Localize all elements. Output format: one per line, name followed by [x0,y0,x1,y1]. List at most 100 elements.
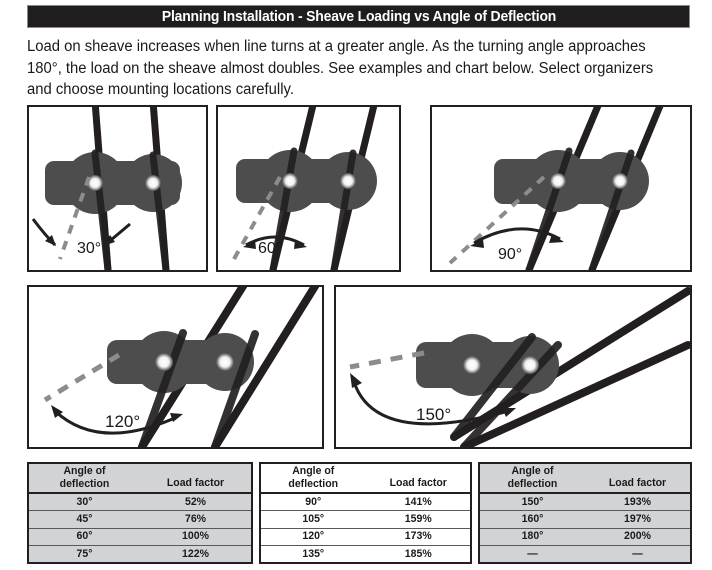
table-row: 30° 52% [29,494,251,512]
sheave-hub-dot [145,175,161,191]
sheave-hub-dot [155,353,173,371]
table-row: 60° 100% [29,529,251,546]
cell-angle: 45° [76,513,93,526]
angle-label-150: 150° [416,405,451,424]
rope-line [211,287,320,447]
angle-label-120: 120° [105,412,140,431]
sheave-hub-dot [216,353,234,371]
sheave-diagram-90: 90° [448,107,664,270]
table-group-2: Angle of deflection Load factor 90° 141%… [259,462,472,564]
cell-load-factor: — [632,547,643,560]
cell-angle: 30° [76,495,93,508]
dashed-reference-line [58,176,91,260]
table-row: 160° 197% [480,511,690,529]
cell-angle: 75° [76,547,93,560]
angle-arc [352,381,510,426]
sheave-diagram-60: 60° [232,107,378,270]
column-header-load-factor: Load factor [369,466,467,490]
cell-angle: 120° [302,530,325,543]
angle-arrow-head [45,235,56,246]
sheave-hub-dot [521,356,539,374]
sheave-hub-dot [612,173,628,189]
rope-line [460,341,690,447]
load-factor-header: Load factor [389,477,447,490]
cell-angle: — [527,547,538,560]
diagram-panel-120: 120° [27,285,324,449]
dashed-reference-line [349,350,425,370]
sheave-hub-dot [282,173,298,189]
angle-arrow-head [350,373,362,388]
rope-line-over [525,147,573,270]
load-factor-header: Load factor [608,477,667,490]
page-title: Planning Installation - Sheave Loading v… [161,8,556,25]
rope-line-over [91,149,112,270]
cell-angle: 160° [521,513,544,526]
cell-angle: 180° [521,530,544,543]
angle-arrow-head [51,405,63,418]
sheave-hub-dot [463,356,481,374]
angle-arrow-head [243,240,256,249]
cell-load-factor: 52% [184,495,207,508]
table-row: 120° 173% [261,529,470,546]
dashed-reference-line [43,352,121,403]
sheave-diagram-150: 150° [349,287,690,447]
rope-line-over [588,149,635,270]
angle-arrow-head [103,235,115,246]
diagram-panel-90: 90° [430,105,692,272]
angle-label-60: 60° [258,240,282,257]
angle-header-line1: Angle of [63,465,106,478]
angle-arrow-head [470,239,484,248]
cell-load-factor: 141% [404,495,432,508]
cell-load-factor: 122% [182,547,209,560]
page-title-bar: Planning Installation - Sheave Loading v… [27,5,690,28]
sheave-hub-dot [340,173,356,189]
sheave-hub-dot [550,173,566,189]
angle-header-line2: deflection [59,478,110,490]
sheave-diagram-30: 30° [31,107,182,270]
angle-arc [53,409,178,435]
angle-label-30: 30° [77,240,101,257]
angle-header-line2: deflection [507,478,558,490]
cell-angle: 90° [305,495,322,508]
cell-load-factor: 200% [624,530,651,543]
column-header-load-factor: Load factor [143,466,247,490]
load-factor-header: Load factor [166,477,225,490]
diagram-panel-30: 30° [27,105,208,272]
column-header-angle: Angle of deflection [32,465,136,490]
angle-arrow-head [502,408,516,417]
angle-header-line1: Angle of [292,465,335,478]
rope-line-over [269,147,298,270]
rope-line-over [330,149,357,270]
column-header-angle: Angle of deflection [483,465,582,490]
column-header-angle: Angle of deflection [264,465,362,490]
table-row: 75° 122% [29,546,251,562]
angle-arrow-head [170,413,183,422]
table-row: 150° 193% [480,494,690,512]
dashed-reference-line [448,175,546,265]
table-row: 45° 76% [29,511,251,529]
cell-angle: 135° [302,547,325,560]
intro-paragraph: Load on sheave increases when line turns… [27,38,654,98]
cell-load-factor: 173% [404,530,432,543]
table-row: 90° 141% [261,494,470,512]
load-factor-table: Angle of deflection Load factor 30° 52% … [27,462,692,564]
sheave-hub-dot [87,175,103,191]
rope-line-over [149,151,170,270]
table-row: 180° 200% [480,529,690,546]
angle-arrow-head [549,234,564,243]
cell-load-factor: 193% [624,495,651,508]
table-row: — — [480,546,690,562]
diagram-panel-150: 150° [334,285,692,449]
sheave-diagram-120: 120° [43,287,320,447]
angle-header-line1: Angle of [511,465,554,478]
cell-load-factor: 159% [404,513,432,526]
cell-load-factor: 76% [184,513,207,526]
cell-angle: 60° [76,530,93,543]
cell-angle: 150° [521,495,544,508]
rope-line-over [460,341,562,447]
cell-angle: 105° [302,513,325,526]
column-header-load-factor: Load factor [588,466,687,490]
table-header-row: Angle of deflection Load factor [29,464,251,494]
table-header-row: Angle of deflection Load factor [261,464,470,494]
table-group-3: Angle of deflection Load factor 150° 193… [478,462,692,564]
